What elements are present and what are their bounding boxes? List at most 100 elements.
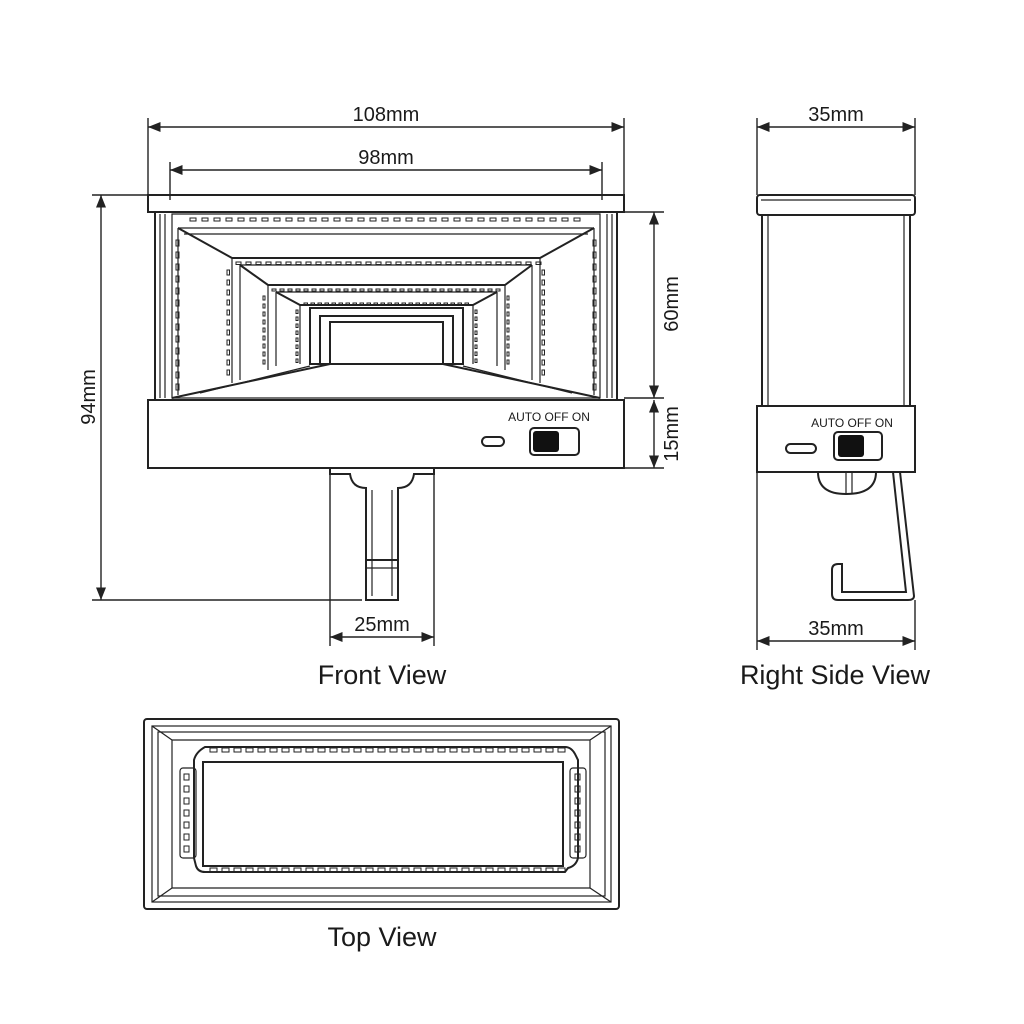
led-dot <box>471 288 477 292</box>
led-dot <box>221 747 230 753</box>
led-dot <box>175 275 180 283</box>
led-dot <box>352 302 357 306</box>
led-dot <box>345 217 353 222</box>
led-dot <box>262 311 266 317</box>
led-dot <box>226 329 230 336</box>
led-dot <box>183 797 190 805</box>
side-switch-knob <box>838 435 864 457</box>
led-dot <box>541 329 545 336</box>
led-dot <box>525 261 532 265</box>
side-base <box>756 405 916 473</box>
led-dot <box>335 261 342 265</box>
led-dot <box>592 287 597 295</box>
side-switch <box>833 431 883 461</box>
led-dot <box>295 309 299 314</box>
led-dot <box>183 785 190 793</box>
top-view <box>143 718 620 910</box>
led-dot <box>541 289 545 296</box>
led-dot <box>226 359 230 366</box>
led-dot <box>429 302 434 306</box>
led-dot <box>343 288 349 292</box>
led-dot <box>271 288 277 292</box>
led-dot <box>175 335 180 343</box>
led-dot <box>183 821 190 829</box>
led-dot <box>506 335 510 341</box>
led-dot <box>341 747 350 753</box>
led-dot <box>226 339 230 346</box>
led-dot <box>515 261 522 265</box>
led-dot <box>592 299 597 307</box>
led-dot <box>295 288 301 292</box>
led-dot <box>295 337 299 342</box>
front-base <box>147 399 625 469</box>
led-dot <box>485 747 494 753</box>
led-dot <box>592 359 597 367</box>
led-dot <box>521 747 530 753</box>
led-dot <box>317 867 326 873</box>
dim-front-width: 108mm <box>353 104 420 126</box>
led-dot <box>221 867 230 873</box>
led-dot <box>422 302 427 306</box>
led-dot <box>509 747 518 753</box>
led-dot <box>329 867 338 873</box>
top-outer-frame <box>143 718 620 910</box>
led-dot <box>257 867 266 873</box>
led-dot <box>513 217 521 222</box>
led-dot <box>463 288 469 292</box>
led-dot <box>449 747 458 753</box>
led-dot <box>436 302 441 306</box>
led-dot <box>233 747 242 753</box>
led-dot <box>226 309 230 316</box>
led-dot <box>425 867 434 873</box>
led-dot <box>461 747 470 753</box>
led-dot <box>226 279 230 286</box>
led-dot <box>465 217 473 222</box>
led-dot <box>479 288 485 292</box>
led-dot <box>475 261 482 265</box>
led-dot <box>269 867 278 873</box>
led-dot <box>541 339 545 346</box>
led-dot <box>389 747 398 753</box>
led-dot <box>533 867 542 873</box>
led-dot <box>175 371 180 379</box>
led-dot <box>541 359 545 366</box>
led-dot <box>345 302 350 306</box>
led-dot <box>235 261 242 265</box>
led-dot <box>295 261 302 265</box>
front-switch-knob <box>533 431 559 452</box>
led-dot <box>287 288 293 292</box>
led-dot <box>310 302 315 306</box>
led-dot <box>226 319 230 326</box>
led-dot <box>387 302 392 306</box>
led-dot <box>309 217 317 222</box>
side-housing <box>761 214 911 407</box>
led-dot <box>262 359 266 365</box>
led-dot <box>497 747 506 753</box>
led-dot <box>465 261 472 265</box>
led-dot <box>293 867 302 873</box>
led-dot <box>385 261 392 265</box>
dim-front-height: 94mm <box>78 369 100 425</box>
led-dot <box>435 261 442 265</box>
led-dot <box>237 217 245 222</box>
dim-hook-width: 25mm <box>354 614 410 636</box>
led-dot <box>574 785 581 793</box>
led-dot <box>319 288 325 292</box>
led-dot <box>495 288 501 292</box>
led-dot <box>474 323 478 328</box>
led-dot <box>425 261 432 265</box>
front-led-strips <box>175 217 597 391</box>
led-dot <box>501 217 509 222</box>
dim-upper-height: 60mm <box>661 276 683 332</box>
led-dot <box>281 747 290 753</box>
led-dot <box>175 251 180 259</box>
led-dot <box>437 867 446 873</box>
led-dot <box>257 747 266 753</box>
led-dot <box>423 288 429 292</box>
led-dot <box>592 263 597 271</box>
front-top-cap <box>147 194 625 213</box>
led-dot <box>415 288 421 292</box>
led-dot <box>175 311 180 319</box>
